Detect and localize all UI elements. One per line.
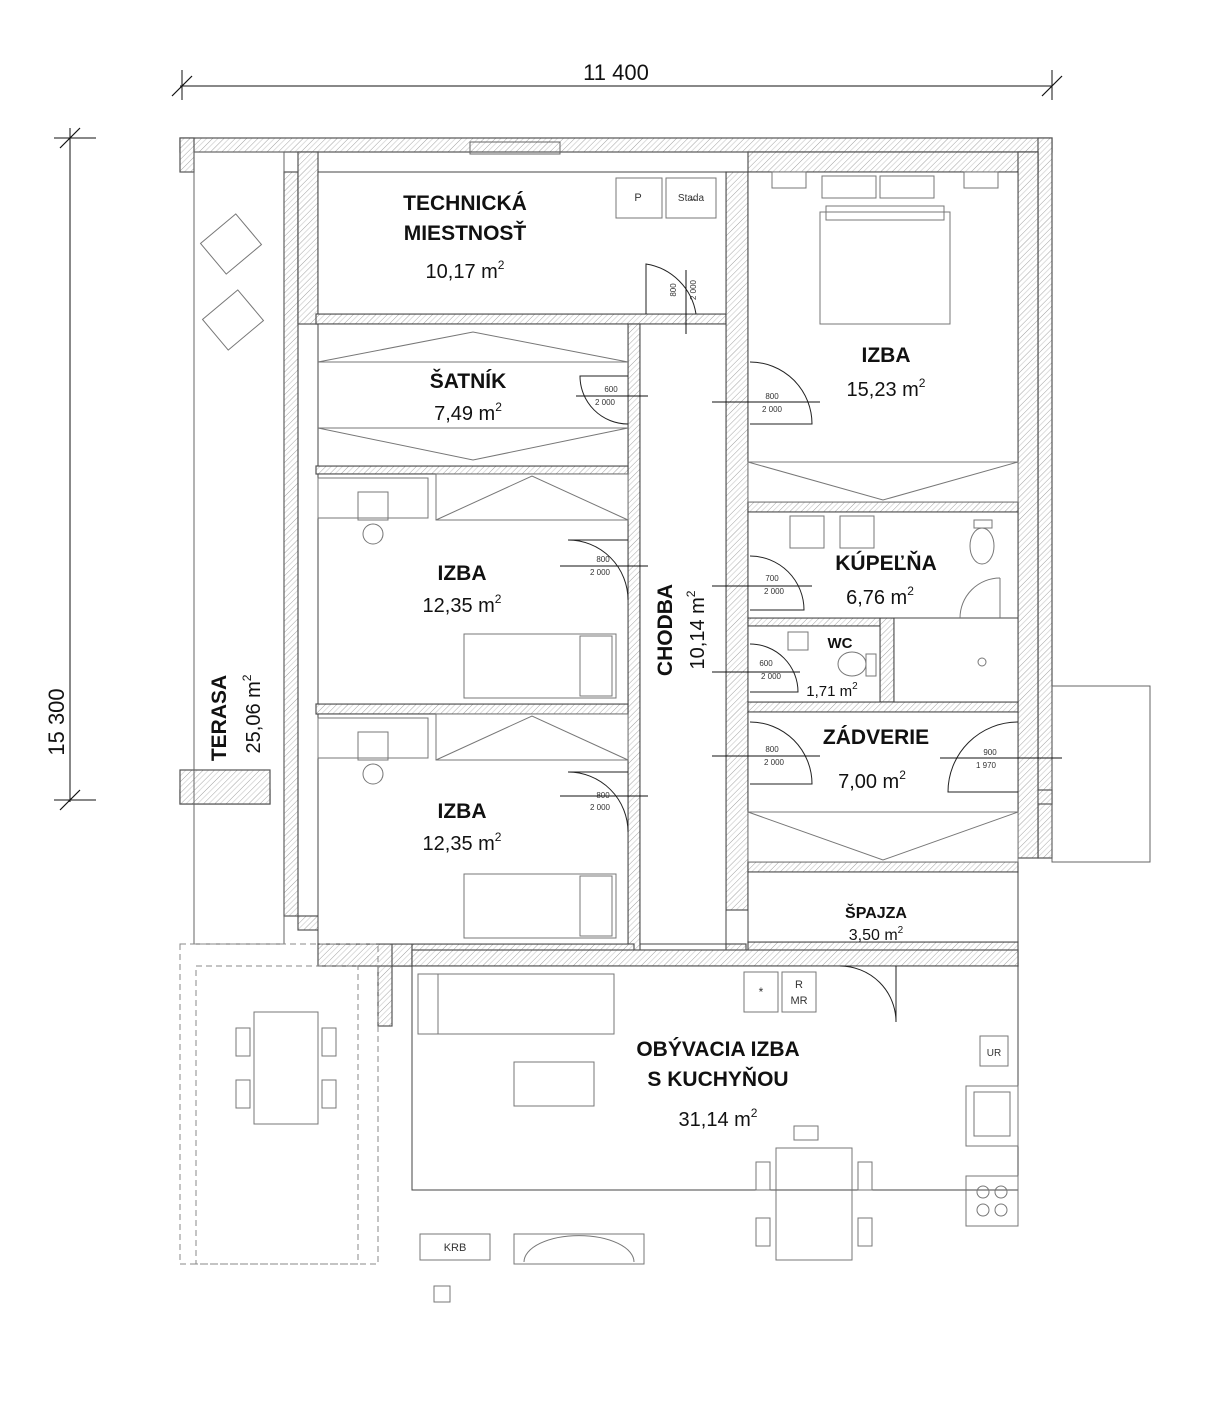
bedroom-label: IZBA: [862, 344, 911, 367]
wc-area: 1,71 m2: [806, 681, 858, 700]
terasa-label: TERASA: [208, 675, 231, 761]
boiler-label: P: [634, 192, 641, 204]
door-izba2-h: 2 000: [590, 803, 611, 812]
door-zadverie-w: 800: [765, 745, 779, 754]
door-swings: [560, 263, 1062, 1023]
chodba-area: 10,14 m2: [684, 590, 709, 669]
izba2-area: 12,35 m2: [423, 830, 502, 855]
technicka-area: 10,17 m2: [426, 258, 505, 283]
door-technicka-h: 2 000: [689, 279, 698, 300]
fireplace-label: KRB: [444, 1242, 467, 1254]
spajza-area: 3,50 m2: [849, 925, 904, 944]
fridge-r-label: R: [795, 979, 803, 991]
obyvacia-label-1: OBÝVACIA IZBA: [636, 1037, 799, 1061]
technicka-label-2: MIESTNOSŤ: [404, 221, 527, 245]
dimension-height: 15 300: [44, 127, 96, 811]
door-technicka-w: 800: [669, 283, 678, 297]
door-wc-h: 2 000: [761, 672, 782, 681]
kupelna-area: 6,76 m2: [846, 584, 914, 609]
door-zadverie-h: 2 000: [764, 758, 785, 767]
door-entrance-w: 900: [983, 748, 997, 757]
door-bedroom-h: 2 000: [762, 405, 783, 414]
fridge-star-label: *: [759, 985, 764, 999]
kupelna-label: KÚPEĽŇA: [835, 551, 937, 575]
izba2-label: IZBA: [438, 800, 487, 823]
washer-label: Sta̶da: [678, 193, 705, 204]
wc-label: WC: [828, 635, 853, 652]
room-labels: TECHNICKÁ MIESTNOSŤ 10,17 m2 ŠATNÍK 7,49…: [208, 192, 937, 1131]
spajza-label: ŠPAJZA: [845, 903, 907, 922]
terrace: [179, 141, 1151, 1265]
door-entrance-h: 1 970: [976, 761, 997, 770]
door-kupelna-w: 700: [765, 574, 779, 583]
chodba-label: CHODBA: [654, 584, 677, 676]
satnik-label: ŠATNÍK: [430, 369, 507, 393]
door-labels: 800 2 000 600 2 000 800 2 000 800 2 000 …: [590, 279, 997, 812]
door-izba1-h: 2 000: [590, 568, 611, 577]
izba1-label: IZBA: [438, 562, 487, 585]
inner-walls: [297, 151, 1039, 1011]
technicka-label-1: TECHNICKÁ: [403, 192, 527, 215]
obyvacia-area: 31,14 m2: [679, 1106, 758, 1131]
furniture: P Sta̶da: [199, 171, 1019, 1303]
door-bedroom-w: 800: [765, 392, 779, 401]
obyvacia-label-2: S KUCHYŇOU: [647, 1067, 788, 1091]
satnik-area: 7,49 m2: [434, 400, 502, 425]
door-satnik-h: 2 000: [595, 398, 616, 407]
width-dimension-text: 11 400: [583, 60, 649, 85]
zadverie-area: 7,00 m2: [838, 768, 906, 793]
door-kupelna-h: 2 000: [764, 587, 785, 596]
bedroom-area: 15,23 m2: [847, 376, 926, 401]
door-satnik-w: 600: [604, 385, 618, 394]
ur-label: UR: [987, 1048, 1001, 1059]
door-izba1-w: 800: [596, 555, 610, 564]
zadverie-label: ZÁDVERIE: [823, 726, 929, 749]
terasa-area: 25,06 m2: [240, 674, 265, 753]
door-wc-w: 600: [759, 659, 773, 668]
door-izba2-w: 800: [596, 791, 610, 800]
fridge-mr-label: MR: [790, 995, 807, 1007]
height-dimension-text: 15 300: [44, 688, 69, 755]
room-fills: [317, 171, 1019, 1191]
dimension-width: 11 400: [171, 60, 1063, 100]
izba1-area: 12,35 m2: [423, 592, 502, 617]
closet-marks: [317, 331, 1019, 863]
